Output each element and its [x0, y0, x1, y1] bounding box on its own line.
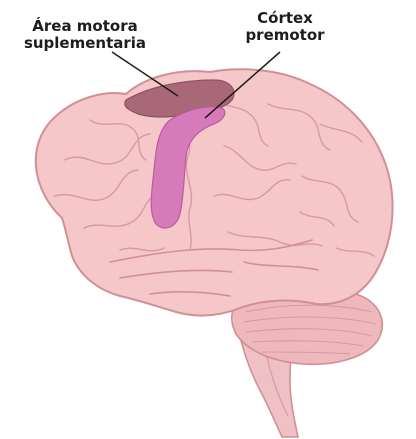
premotor-label-line1: Córtex	[257, 9, 313, 27]
premotor-label-line2: premotor	[245, 26, 325, 44]
sma-label-line2: suplementaria	[24, 34, 146, 52]
sma-label-line1: Área motora	[32, 16, 137, 35]
